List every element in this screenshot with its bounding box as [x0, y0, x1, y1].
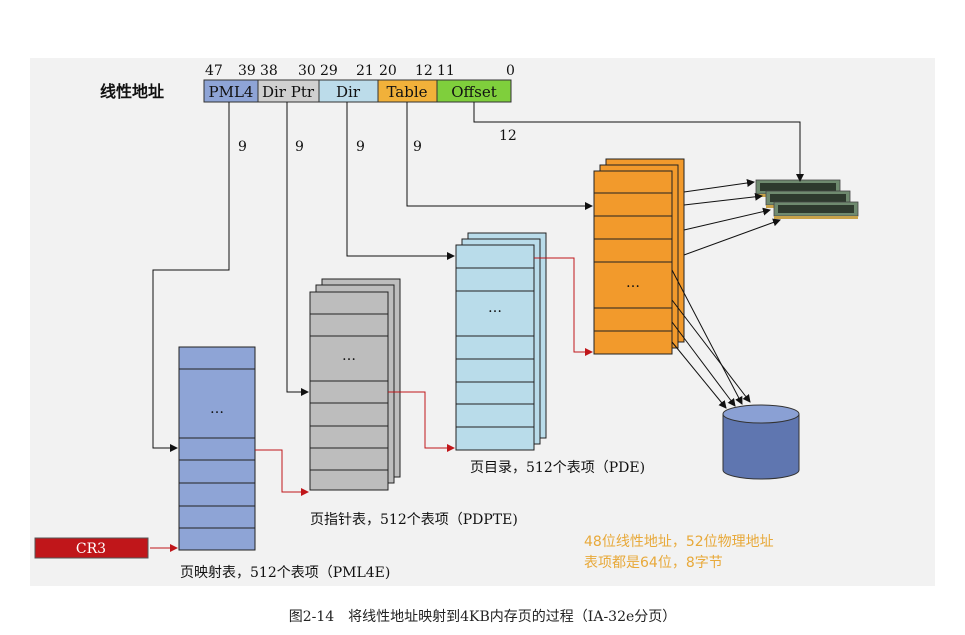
pdpt-table-caption: 页指针表，512个表项（PDPTE) — [310, 512, 518, 528]
pdpt-ellipsis: … — [342, 348, 356, 364]
bit-label-21: 21 — [356, 63, 374, 79]
pml4-table-caption: 页映射表，512个表项（PML4E) — [180, 565, 390, 581]
figure-caption: 图2-14 将线性地址映射到4KB内存页的过程（IA-32e分页） — [288, 609, 677, 625]
arrow-pte-memory-4 — [683, 218, 781, 256]
arrow-pml4-index — [152, 102, 230, 452]
pd-table-caption: 页目录，512个表项（PDE) — [470, 460, 645, 476]
address-size-note: 48位线性地址，52位物理地址 表项都是64位，8字节 — [584, 532, 774, 574]
arrow-pte-memory-1 — [683, 179, 755, 193]
index-bits-table: 9 — [413, 139, 422, 155]
arrow-pte-disk-3 — [671, 321, 736, 407]
arrow-pte-disk-1 — [671, 269, 743, 405]
arrow-pte-memory-3 — [683, 207, 771, 231]
pd-table-body — [455, 244, 535, 451]
arrow-table-index — [406, 102, 593, 210]
pd-ellipsis: … — [488, 300, 502, 316]
arrow-offset — [473, 102, 804, 182]
bit-label-0: 0 — [506, 63, 515, 79]
pml4-ellipsis: … — [210, 401, 224, 417]
arrow-dir-index — [346, 102, 455, 260]
pdpt-table-body — [309, 291, 389, 491]
offset-bits: 12 — [499, 128, 517, 144]
arrow-pte-memory-2 — [683, 192, 763, 206]
disk-cylinder-icon — [722, 404, 800, 480]
cr3-label: CR3 — [76, 541, 106, 557]
field-pml4-label: PML4 — [209, 83, 254, 101]
arrow-dir-ptr-index — [286, 102, 309, 396]
pt-ellipsis: … — [626, 275, 640, 291]
linear-address-label: 线性地址 — [100, 82, 164, 101]
field-dir-label: Dir — [336, 83, 361, 101]
field-dir-ptr-label: Dir Ptr — [262, 83, 315, 101]
index-bits-pml4: 9 — [238, 139, 247, 155]
index-bits-dir: 9 — [356, 139, 365, 155]
address-fields — [203, 79, 512, 103]
bit-label-30: 30 — [298, 63, 316, 79]
pml4-table-body — [178, 346, 256, 551]
pd-table: … — [455, 232, 547, 451]
bit-labels: 47 39 38 30 29 21 20 12 11 0 — [205, 63, 515, 79]
arrow-pte-disk-2 — [671, 299, 751, 403]
bit-label-20: 20 — [379, 63, 397, 79]
index-bits-dir-ptr: 9 — [295, 139, 304, 155]
memory-modules-icon — [755, 179, 859, 219]
pdpt-table: … — [309, 278, 401, 491]
bit-label-12: 12 — [415, 63, 433, 79]
bit-label-39: 39 — [238, 63, 256, 79]
arrow-pde-to-pt — [534, 257, 593, 356]
pt-table: … — [593, 158, 685, 355]
bit-label-38: 38 — [260, 63, 278, 79]
arrow-pml4e-to-pdpt — [255, 449, 309, 496]
bit-label-47: 47 — [205, 63, 223, 79]
bit-label-29: 29 — [320, 63, 338, 79]
cr3-register — [34, 537, 149, 559]
pml4-table: … — [178, 346, 256, 551]
arrow-pdpte-to-pd — [388, 391, 455, 452]
field-table-label: Table — [386, 83, 427, 101]
note-line-2: 表项都是64位，8字节 — [584, 555, 723, 571]
field-offset-label: Offset — [451, 83, 497, 101]
bit-label-11: 11 — [437, 63, 455, 79]
note-line-1: 48位线性地址，52位物理地址 — [584, 534, 774, 550]
arrow-pte-disk-4 — [671, 341, 727, 409]
